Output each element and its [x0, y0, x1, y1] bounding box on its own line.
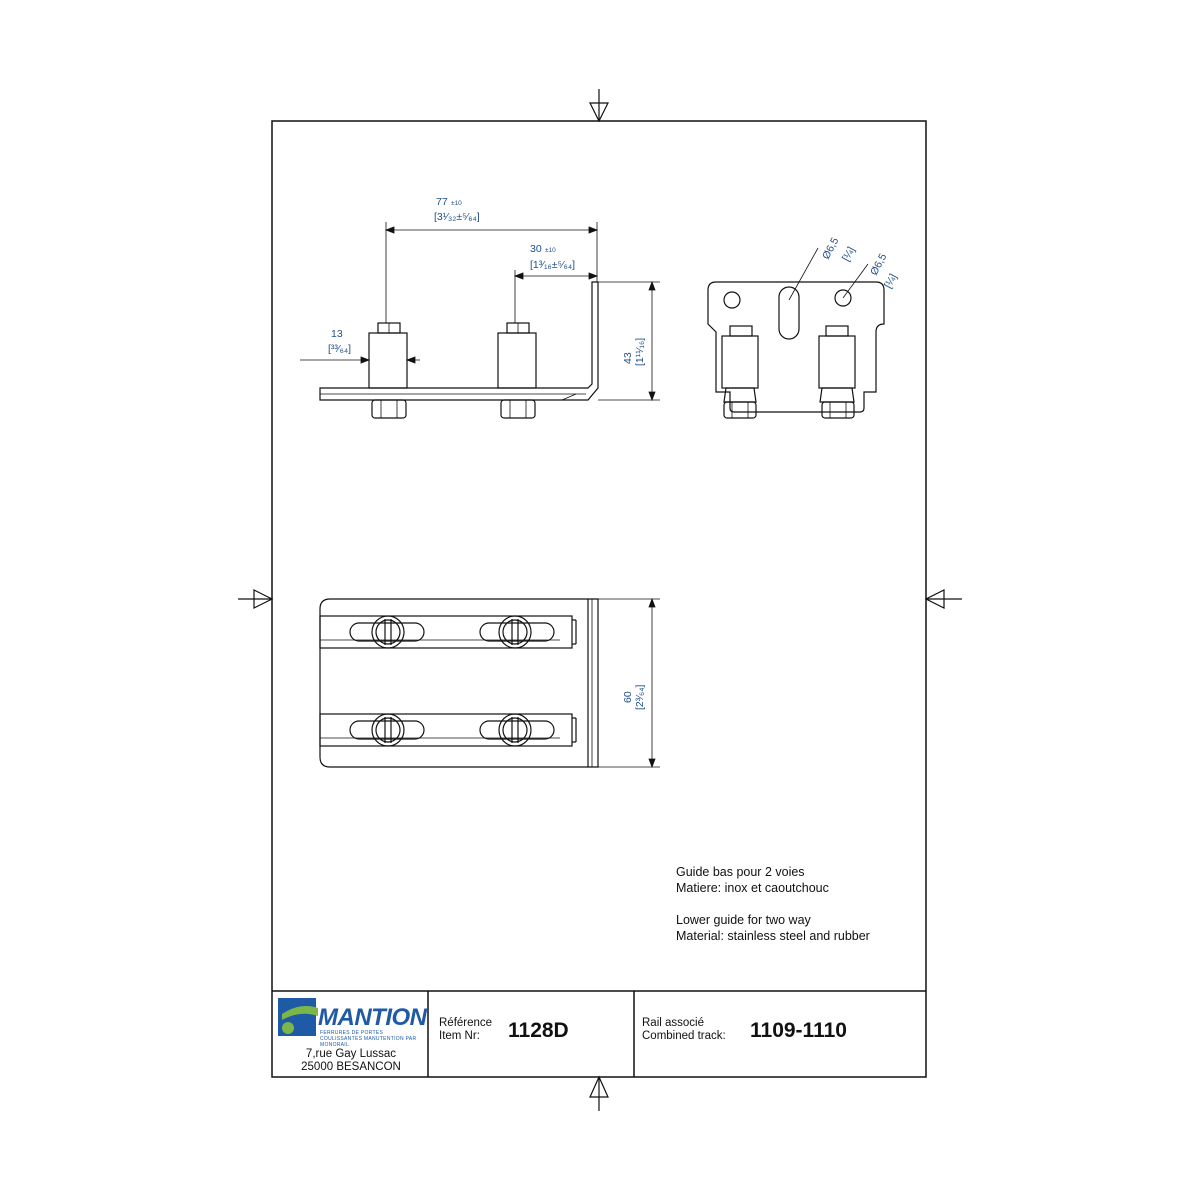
top-view: [319, 598, 599, 768]
end-view-leaders: [788, 247, 869, 301]
dim-post-width: 13: [331, 328, 343, 340]
rail-label-fr: Rail associé: [642, 1017, 704, 1029]
notes-fr-line-1: Guide bas pour 2 voies: [676, 865, 805, 879]
address-line-1: 7,rue Gay Lussac: [305, 1048, 397, 1060]
notes-french: Guide bas pour 2 voies Matiere: inox et …: [676, 864, 870, 896]
mantion-logo-mark: [278, 998, 318, 1036]
dim-base-width-in: [2³⁄₆₄]: [634, 684, 646, 710]
description-notes: Guide bas pour 2 voies Matiere: inox et …: [676, 864, 870, 944]
rail-value: 1109-1110: [750, 1019, 847, 1042]
end-view: [707, 281, 885, 419]
rail-label: Rail associé Combined track:: [642, 1017, 726, 1043]
notes-english: Lower guide for two way Material: stainl…: [676, 912, 870, 944]
notes-fr-line-2: Matiere: inox et caoutchouc: [676, 881, 829, 895]
dim-post-offset: 30: [530, 243, 542, 255]
front-view-dimension-lines: [300, 222, 660, 402]
dim-base-width: 60: [622, 691, 634, 703]
dim-post-offset-tol: ±10: [545, 247, 556, 254]
front-view: [319, 281, 599, 419]
reference-label: Référence Item Nr:: [439, 1017, 492, 1043]
notes-en-line-2: Material: stainless steel and rubber: [676, 929, 870, 943]
company-address: 7,rue Gay Lussac 25000 BESANCON: [276, 1048, 426, 1074]
dim-hole-dia: Ø6,5: [868, 252, 889, 278]
dim-overall-width: 77: [436, 196, 448, 208]
dim-overall-width-in: [3¹⁄₃₂±⁵⁄₆₄]: [434, 211, 480, 223]
dim-height-in: [1¹¹⁄₁₆]: [634, 338, 646, 366]
dim-post-width-in: [³³⁄₆₄]: [328, 343, 351, 355]
reference-label-en: Item Nr:: [439, 1030, 480, 1042]
address-line-2: 25000 BESANCON: [301, 1061, 401, 1073]
brand-tagline: FERRURES DE PORTES COULISSANTES MANUTENT…: [320, 1030, 417, 1048]
dim-overall-width-tol: ±10: [451, 200, 462, 207]
brand-name: MANTION: [318, 1004, 427, 1031]
centering-marks: [238, 89, 962, 1111]
reference-value: 1128D: [508, 1019, 569, 1042]
dim-post-offset-in: [1³⁄₁₆±⁵⁄₆₄]: [530, 259, 575, 271]
dim-height: 43: [622, 352, 634, 364]
dim-hole-dia-in: [¼]: [882, 272, 899, 291]
dim-slot-dia: Ø6,5: [820, 236, 841, 262]
title-block: [272, 990, 926, 1077]
rail-label-en: Combined track:: [642, 1030, 726, 1042]
notes-en-line-1: Lower guide for two way: [676, 913, 811, 927]
reference-label-fr: Référence: [439, 1017, 493, 1029]
top-view-dimension-lines: [598, 597, 660, 769]
dim-slot-dia-in: [¼]: [840, 245, 857, 264]
